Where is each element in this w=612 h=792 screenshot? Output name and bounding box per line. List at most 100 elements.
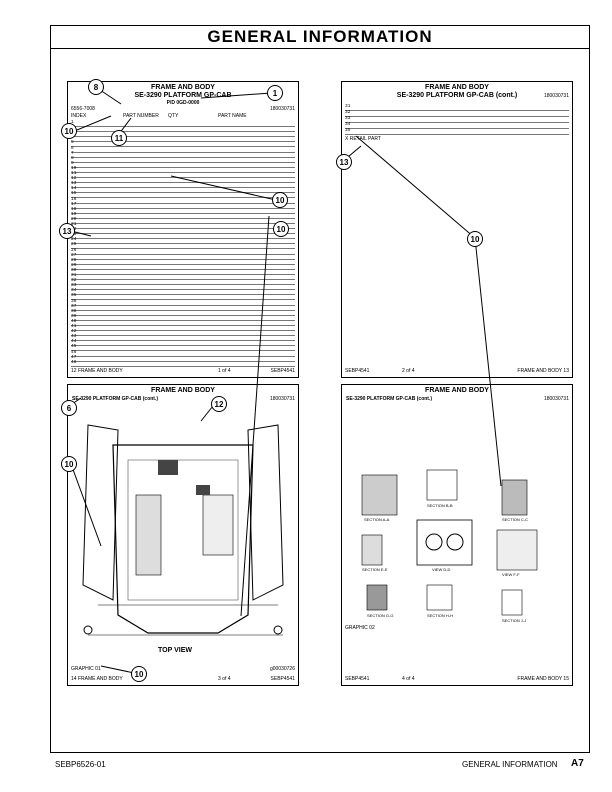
- page3-footer-mid: 3 of 4: [218, 676, 231, 682]
- page2-right-code: 180030731: [543, 93, 569, 99]
- table-row: 48: [71, 360, 295, 367]
- table-row: 37: [71, 304, 295, 311]
- section-label: SECTION H-H: [427, 613, 453, 618]
- table-row: 42: [71, 329, 295, 337]
- page2-footer-right: FRAME AND BODY 13: [517, 368, 569, 374]
- page4-graphic: GRAPHIC 02: [345, 625, 375, 631]
- table-row: 38: [71, 309, 295, 316]
- table-row: 31: [71, 273, 295, 280]
- page1-pid: P/D 0GD-0000: [166, 100, 200, 106]
- table-row: 45: [71, 344, 295, 352]
- footer-page-number: A7: [571, 758, 584, 769]
- callout-6: 6: [61, 400, 77, 416]
- top-view-drawing: [82, 424, 284, 636]
- section-label: SECTION J-J: [502, 618, 527, 623]
- page2-footer-mid: 2 of 4: [402, 368, 415, 374]
- parts-list-page-1: FRAME AND BODY SE-3290 PLATFORM GP-CAB P…: [67, 81, 299, 378]
- callout-10: 10: [467, 231, 483, 247]
- callout-13: 13: [59, 223, 75, 239]
- page4-footer-right: FRAME AND BODY 15: [517, 676, 569, 682]
- document-frame: GENERAL INFORMATION FRAME AND BODY SE-32…: [50, 25, 590, 753]
- page1-col-index: INDEX: [71, 113, 87, 119]
- table-row: 7: [71, 151, 295, 158]
- table-row: 41: [71, 324, 295, 331]
- page3-view-label: TOP VIEW: [158, 647, 192, 654]
- table-row: 43: [71, 334, 295, 342]
- table-row: 39: [71, 314, 295, 321]
- table-row: 10: [71, 166, 295, 173]
- footer-left: SEBP6526-01: [55, 760, 106, 769]
- table-row: 1: [71, 120, 295, 127]
- table-row: 33: [345, 116, 569, 123]
- page2-header: FRAME AND BODY: [425, 84, 489, 91]
- page2-note: X RETAIL PART: [345, 136, 381, 142]
- page4-group: SE-3290 PLATFORM GP-CAB (cont.): [346, 396, 433, 402]
- table-row: 20: [71, 217, 295, 224]
- section-label: SECTION C-C: [502, 517, 528, 522]
- page1-left-code: 6556-7008: [71, 106, 95, 112]
- page4-header: FRAME AND BODY: [425, 387, 489, 394]
- table-row: 18: [71, 207, 295, 214]
- table-row: 9: [71, 161, 295, 168]
- table-row: 33: [71, 283, 295, 291]
- section-label: VIEW D-D: [432, 567, 451, 572]
- callout-10: 10: [131, 666, 147, 682]
- parts-list-page-2: FRAME AND BODY SE-3290 PLATFORM GP-CAB (…: [341, 81, 573, 378]
- table-row: 19: [71, 212, 295, 219]
- page1-col-qty: QTY: [168, 113, 179, 119]
- table-row: 28: [71, 258, 295, 265]
- callout-11: 11: [111, 130, 127, 146]
- callout-10: 10: [273, 221, 289, 237]
- table-row: 35: [345, 128, 569, 135]
- table-row: 34: [345, 122, 569, 129]
- page3-group: SE-3290 PLATFORM GP-CAB (cont.): [72, 396, 159, 402]
- section-label: SECTION A-A: [364, 517, 390, 522]
- table-row: 6: [71, 146, 295, 153]
- callout-13: 13: [336, 154, 352, 170]
- table-row: 32: [71, 278, 295, 286]
- table-row: 26: [71, 248, 295, 255]
- page3-footer-right: SEBP4541: [270, 676, 295, 682]
- section-label: SECTION B-B: [427, 503, 453, 508]
- page2-group: SE-3290 PLATFORM GP-CAB (cont.): [396, 92, 518, 99]
- table-row: 30: [71, 268, 295, 275]
- page4-footer-mid: 4 of 4: [402, 676, 415, 682]
- table-row: 27: [71, 253, 295, 260]
- page1-header: FRAME AND BODY: [151, 84, 215, 91]
- table-row: 35: [71, 293, 295, 301]
- page1-footer-right: SEBP4541: [270, 368, 295, 374]
- table-row: 29: [71, 263, 295, 270]
- footer-right-label: GENERAL INFORMATION: [462, 760, 558, 769]
- page1-col-name: PART NAME: [218, 113, 247, 119]
- callout-10: 10: [61, 456, 77, 472]
- parts-diagram-page-3: FRAME AND BODY SE-3290 PLATFORM GP-CAB (…: [67, 384, 299, 686]
- table-row: 17: [71, 202, 295, 209]
- page1-right-code: 180030731: [269, 106, 295, 112]
- section-label: SECTION G-G: [367, 613, 394, 618]
- parts-diagram-page-4: FRAME AND BODY SE-3290 PLATFORM GP-CAB (…: [341, 384, 573, 686]
- table-row: 16: [71, 197, 295, 204]
- section-views-drawing: [361, 469, 538, 616]
- table-row: 36: [71, 299, 295, 306]
- callout-10: 10: [61, 123, 77, 139]
- table-row: 40: [71, 319, 295, 326]
- section-label: VIEW F-F: [502, 572, 520, 577]
- table-row: 32: [345, 110, 569, 117]
- table-row: 31: [345, 104, 569, 111]
- page4-footer-left: SEBP4541: [345, 676, 370, 682]
- page1-group: SE-3290 PLATFORM GP-CAB: [134, 92, 232, 99]
- table-row: 8: [71, 156, 295, 163]
- page2-footer-left: SEBP4541: [345, 368, 370, 374]
- callout-1: 1: [267, 85, 283, 101]
- table-row: 44: [71, 339, 295, 347]
- page4-right-code: 180030731: [543, 396, 569, 402]
- page3-footer-left: 14 FRAME AND BODY: [71, 676, 123, 682]
- table-row: 21: [71, 222, 295, 229]
- page3-right-code: 180030731: [269, 396, 295, 402]
- page1-footer-left: 12 FRAME AND BODY: [71, 368, 123, 374]
- callout-12: 12: [211, 396, 227, 412]
- callout-8: 8: [88, 79, 104, 95]
- page1-col-part: PART NUMBER: [123, 113, 159, 119]
- table-row: 47: [71, 355, 295, 362]
- table-row: 25: [71, 242, 295, 250]
